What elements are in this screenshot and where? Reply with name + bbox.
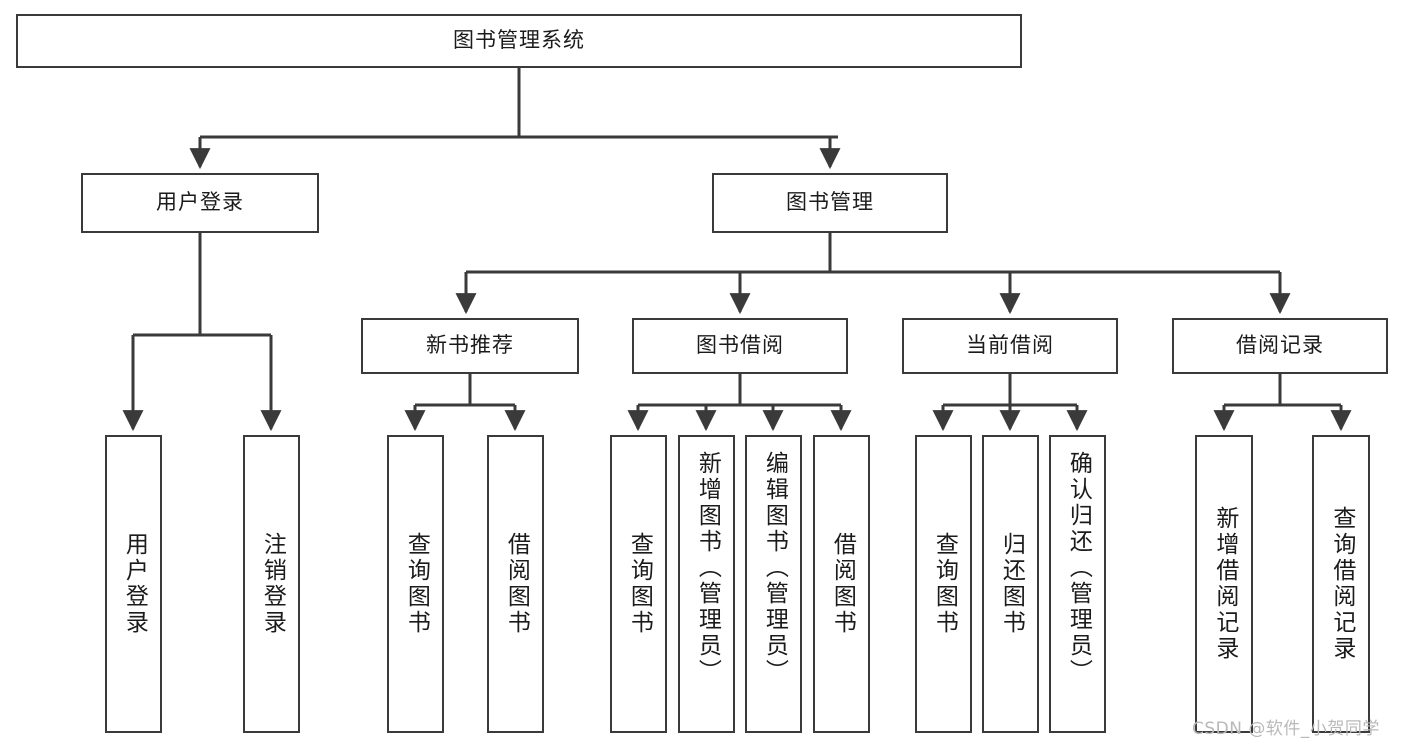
leaf-confirm-return-admin[interactable]: 确认归还（管理员） bbox=[1049, 435, 1106, 733]
leaf-add-book-admin[interactable]: 新增图书（管理员） bbox=[678, 435, 735, 733]
node-borrow-record-label: 借阅记录 bbox=[1236, 333, 1324, 358]
leaf-user-login-label: 用户登录 bbox=[121, 532, 148, 636]
leaf-borrow-book[interactable]: 借阅图书 bbox=[813, 435, 870, 733]
node-user-login-label: 用户登录 bbox=[156, 190, 244, 215]
node-borrow-record[interactable]: 借阅记录 bbox=[1172, 318, 1388, 374]
node-book-management[interactable]: 图书管理 bbox=[712, 173, 948, 233]
leaf-query-book-current[interactable]: 查询图书 bbox=[915, 435, 972, 733]
leaf-return-book-label: 归还图书 bbox=[998, 532, 1025, 636]
node-new-book-recommend[interactable]: 新书推荐 bbox=[361, 318, 579, 374]
leaf-query-book-current-label: 查询图书 bbox=[931, 532, 958, 636]
leaf-confirm-return-admin-label: 确认归还（管理员） bbox=[1065, 451, 1092, 685]
leaf-query-book-borrow-label: 查询图书 bbox=[626, 532, 653, 636]
node-book-borrow[interactable]: 图书借阅 bbox=[632, 318, 848, 374]
leaf-add-book-admin-label: 新增图书（管理员） bbox=[694, 451, 721, 685]
leaf-query-book-recommend-label: 查询图书 bbox=[403, 532, 430, 636]
leaf-add-borrow-record-label: 新增借阅记录 bbox=[1211, 506, 1238, 662]
leaf-edit-book-admin[interactable]: 编辑图书（管理员） bbox=[745, 435, 802, 733]
leaf-logout[interactable]: 注销登录 bbox=[243, 435, 300, 733]
leaf-return-book[interactable]: 归还图书 bbox=[982, 435, 1039, 733]
leaf-user-login[interactable]: 用户登录 bbox=[105, 435, 162, 733]
leaf-borrow-book-recommend[interactable]: 借阅图书 bbox=[487, 435, 544, 733]
leaf-query-book-borrow[interactable]: 查询图书 bbox=[610, 435, 667, 733]
node-current-borrow-label: 当前借阅 bbox=[966, 333, 1054, 358]
leaf-borrow-book-recommend-label: 借阅图书 bbox=[503, 532, 530, 636]
node-root[interactable]: 图书管理系统 bbox=[16, 14, 1022, 68]
leaf-edit-book-admin-label: 编辑图书（管理员） bbox=[761, 451, 788, 685]
leaf-query-borrow-record-label: 查询借阅记录 bbox=[1328, 506, 1355, 662]
node-root-label: 图书管理系统 bbox=[453, 28, 585, 53]
leaf-add-borrow-record[interactable]: 新增借阅记录 bbox=[1195, 435, 1253, 733]
leaf-logout-label: 注销登录 bbox=[259, 532, 286, 636]
node-current-borrow[interactable]: 当前借阅 bbox=[902, 318, 1118, 374]
leaf-query-borrow-record[interactable]: 查询借阅记录 bbox=[1312, 435, 1370, 733]
node-book-management-label: 图书管理 bbox=[786, 190, 874, 215]
leaf-borrow-book-label: 借阅图书 bbox=[829, 532, 856, 636]
leaf-query-book-recommend[interactable]: 查询图书 bbox=[387, 435, 444, 733]
node-user-login[interactable]: 用户登录 bbox=[81, 173, 319, 233]
node-book-borrow-label: 图书借阅 bbox=[696, 333, 784, 358]
node-new-book-recommend-label: 新书推荐 bbox=[426, 333, 514, 358]
csdn-watermark: CSDN @软件_小贺同学 bbox=[1192, 719, 1380, 739]
